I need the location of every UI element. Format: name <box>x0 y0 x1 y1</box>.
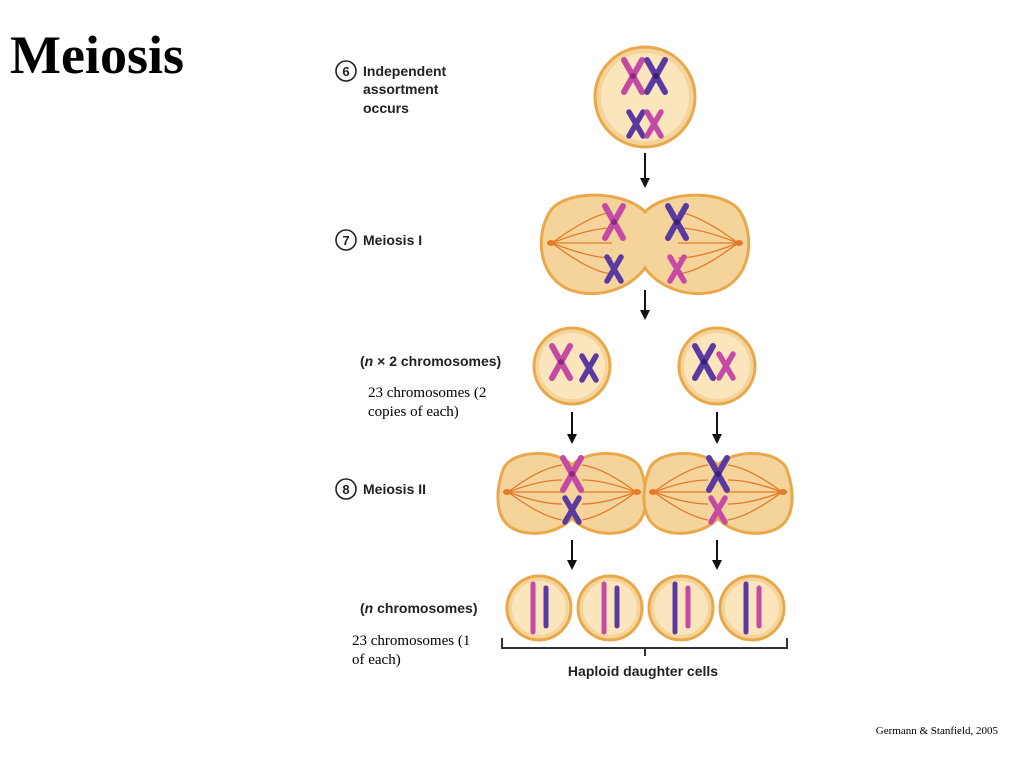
cell-meiosis-2-left <box>496 452 648 535</box>
n2-note-line1: 23 chromosomes (2 <box>368 385 486 401</box>
spindle-fibers <box>503 464 641 521</box>
svg-text:(n chromosomes): (n chromosomes) <box>360 600 477 616</box>
n-prefix: ( <box>360 600 365 616</box>
arrow-down-icon <box>567 540 577 570</box>
cell-independent-assortment <box>593 45 697 149</box>
cell-meiosis-2-right <box>642 452 794 535</box>
credit-text: Germann & Stanfield, 2005 <box>876 725 999 737</box>
n2-rest: × 2 chromosomes) <box>373 353 501 369</box>
svg-text:(n × 2 chromosomes): (n × 2 chromosomes) <box>360 353 501 369</box>
n2-n: n <box>365 353 374 369</box>
n-rest: chromosomes) <box>373 600 477 616</box>
n2-prefix: ( <box>360 353 365 369</box>
step-8-text: Meiosis II <box>363 481 426 497</box>
haploid-cell-2 <box>576 574 644 642</box>
n-n: n <box>365 600 374 616</box>
step-7-text: Meiosis I <box>363 232 422 248</box>
step-7-label: 7 Meiosis I <box>335 229 422 251</box>
haploid-label: Haploid daughter cells <box>568 663 718 679</box>
step-6-line3: occurs <box>363 100 409 116</box>
arrow-down-icon <box>712 412 722 444</box>
page-title: Meiosis <box>10 25 184 85</box>
haploid-cell-4 <box>718 574 786 642</box>
step-7-number: 7 <box>342 233 349 248</box>
arrow-down-icon <box>640 290 650 320</box>
n-label: (n chromosomes) 23 chromosomes (1 of eac… <box>352 600 477 668</box>
arrow-down-icon <box>712 540 722 570</box>
step-7-badge <box>335 229 357 251</box>
arrow-down-icon <box>640 153 650 188</box>
step-6-line2: assortment <box>363 81 439 97</box>
cell-n2-left <box>532 326 612 406</box>
step-6-badge <box>335 60 357 82</box>
step-6-label: 6 Independent assortment occurs <box>335 60 447 116</box>
n2-note-line2: copies of each) <box>368 404 459 420</box>
cell-n2-right <box>677 326 757 406</box>
step-8-label: 8 Meiosis II <box>335 478 426 500</box>
n-note-line1: 23 chromosomes (1 <box>352 633 470 649</box>
arrow-down-icon <box>567 412 577 444</box>
cell-meiosis-1 <box>539 193 751 295</box>
step-8-badge <box>335 478 357 500</box>
haploid-cell-3 <box>647 574 715 642</box>
spindle-fibers <box>649 464 787 521</box>
n-times-2-label: (n × 2 chromosomes) 23 chromosomes (2 co… <box>360 353 501 420</box>
haploid-bracket <box>501 638 788 656</box>
n-note-line2: of each) <box>352 652 401 668</box>
step-8-number: 8 <box>342 482 349 497</box>
step-6-number: 6 <box>342 64 349 79</box>
step-6-line1: Independent <box>363 63 447 79</box>
haploid-cell-1 <box>505 574 573 642</box>
